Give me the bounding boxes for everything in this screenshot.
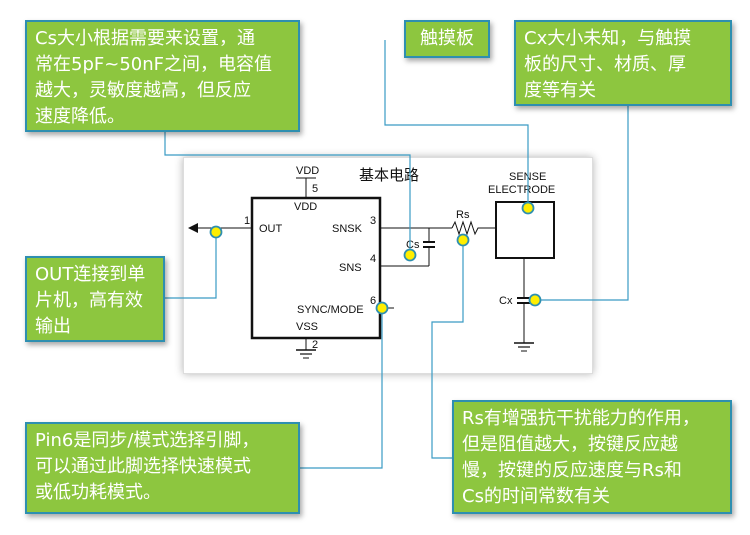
- rs-callout: Rs有增强抗干扰能力的作用， 但是阻值越大，按键反应越 慢，按键的反应速度与Rs…: [452, 400, 732, 514]
- touch-pad-callout: 触摸板: [404, 20, 490, 58]
- schematic-panel: 基本电路 VDD 5 VDD VSS OUT SNSK SNS SYNC/MOD…: [183, 157, 593, 374]
- rs-label: Rs: [456, 209, 470, 221]
- electrode-label: ELECTRODE: [488, 184, 555, 196]
- touch-leader: [384, 40, 529, 208]
- out-leader: [165, 232, 217, 299]
- cs-marker: [403, 248, 417, 262]
- cx-callout: Cx大小未知，与触摸 板的尺寸、材质、厚 度等有关: [514, 20, 732, 106]
- cs-callout: Cs大小根据需要来设置，通 常在5pF~50nF之间，电容值 越大，灵敏度越高，…: [25, 20, 300, 132]
- pin6-marker: [375, 301, 389, 315]
- cx-leader: [535, 106, 629, 301]
- out-callout: OUT连接到单 片机，高有效 输出: [25, 256, 165, 342]
- out-marker: [209, 225, 223, 239]
- vdd-top-label: VDD: [296, 165, 319, 177]
- ic-body: [250, 196, 382, 340]
- pin6-number: 6: [370, 295, 376, 307]
- pin1-number: 1: [244, 215, 250, 227]
- electrode-marker: [521, 201, 535, 215]
- snsk-pin-label: SNSK: [332, 223, 363, 235]
- cx-marker: [528, 293, 542, 307]
- pin4-number: 4: [370, 253, 376, 265]
- out-arrow: [188, 223, 198, 233]
- sync-pin-label: SYNC/MODE: [297, 304, 364, 316]
- vss-label: VSS: [296, 321, 318, 333]
- rs-marker: [456, 233, 470, 247]
- pin6-callout: Pin6是同步/模式选择引脚， 可以通过此脚选择快速模式 或低功耗模式。: [25, 422, 300, 514]
- vdd-inner-label: VDD: [294, 201, 317, 213]
- sns-pin-label: SNS: [339, 262, 362, 274]
- schematic-title: 基本电路: [359, 166, 419, 184]
- cs-leader: [164, 132, 411, 255]
- pin2-number: 2: [312, 339, 318, 351]
- pin5-number: 5: [312, 183, 318, 195]
- pin3-number: 3: [370, 215, 376, 227]
- rs-leader: [431, 240, 464, 459]
- out-pin-label: OUT: [259, 223, 283, 235]
- rs-resistor: [451, 220, 496, 236]
- cx-label: Cx: [499, 295, 513, 307]
- pin6-leader: [300, 308, 383, 469]
